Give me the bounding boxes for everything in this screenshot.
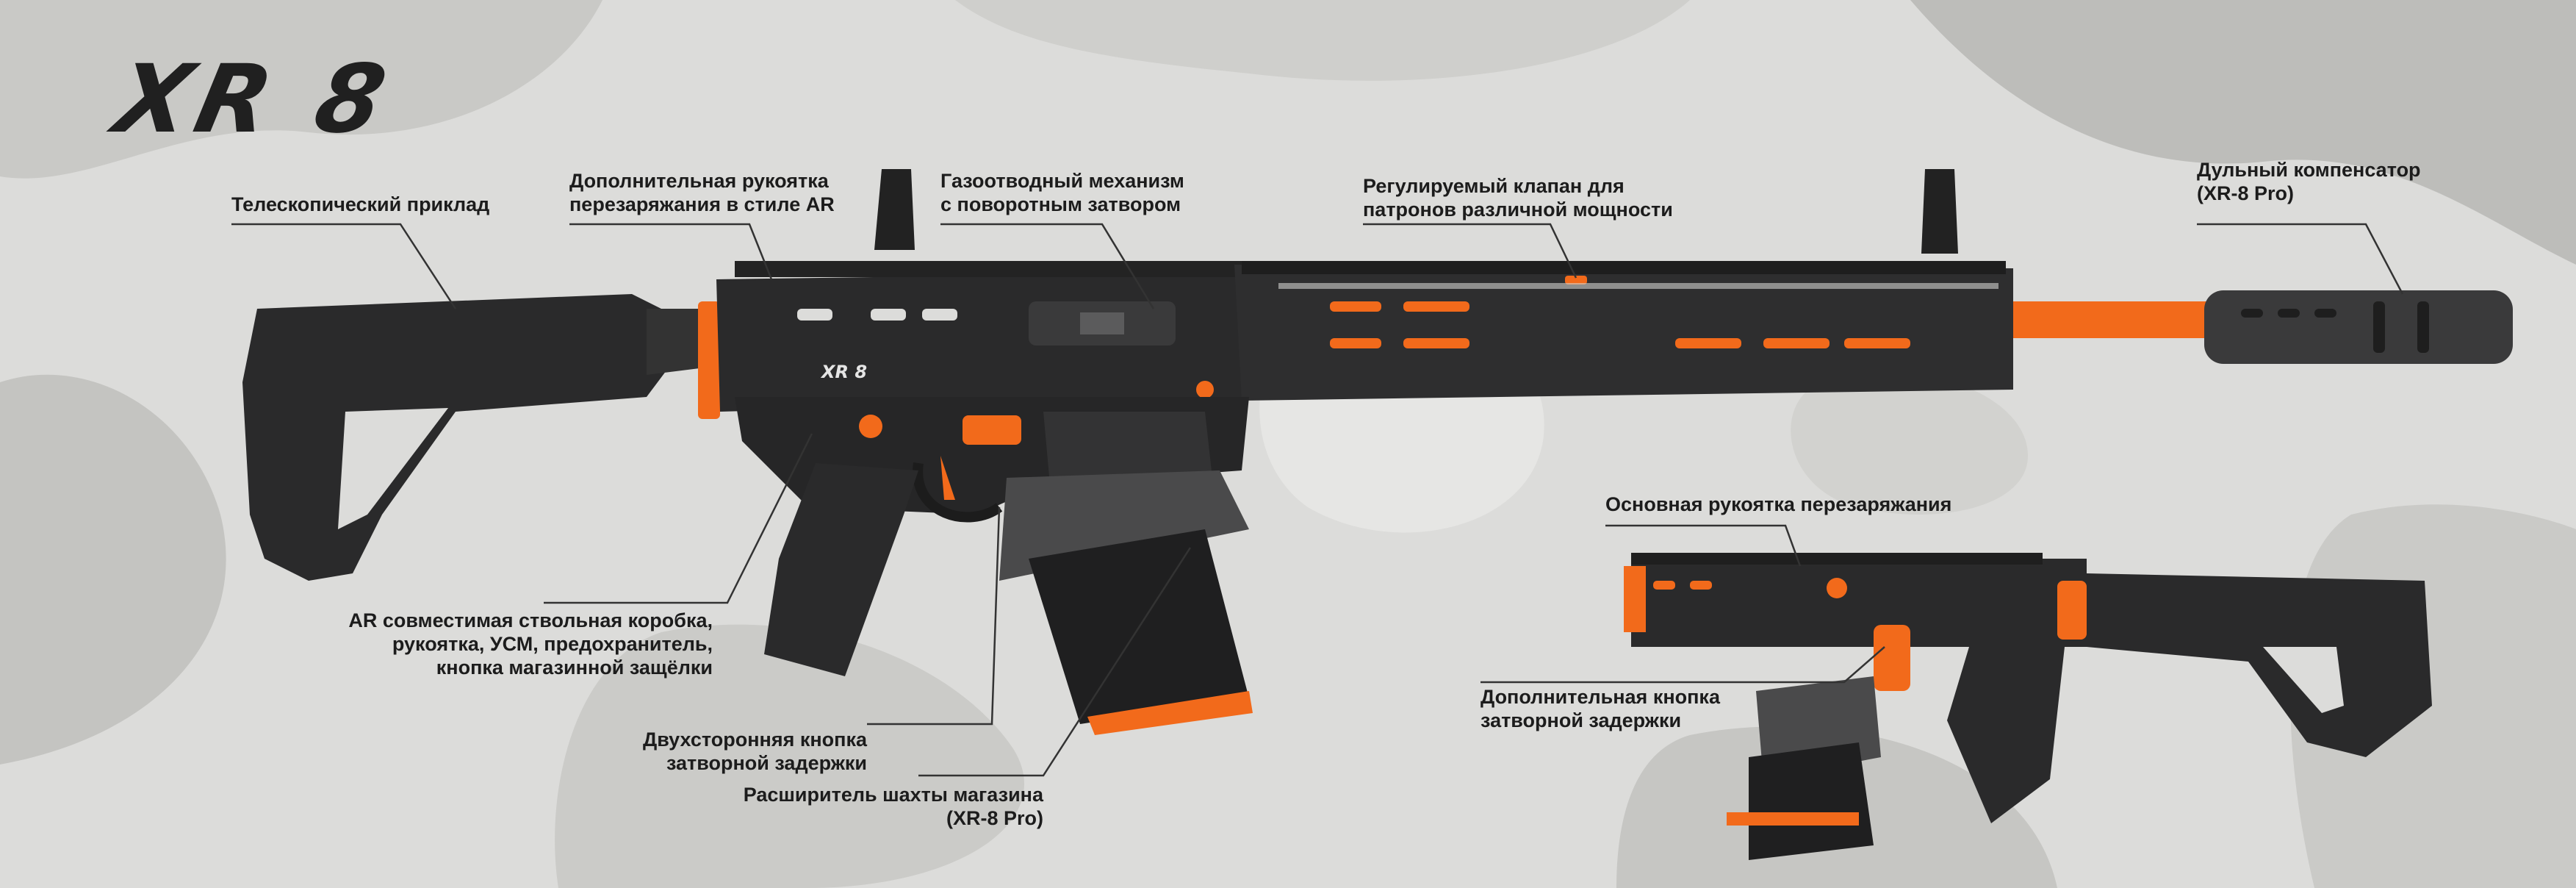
- callout-line: затворной задержки: [1481, 709, 1682, 731]
- callout-bolt-release: Двухсторонняя кнопка затворной задержки: [602, 728, 867, 775]
- telescopic-stock: [242, 294, 705, 581]
- callout-line: с поворотным затвором: [940, 193, 1181, 215]
- callout-line: Расширитель шахты магазина: [743, 784, 1043, 806]
- callout-line: Дополнительная рукоятка: [569, 170, 829, 192]
- callout-gas-valve: Регулируемый клапан для патронов различн…: [1363, 174, 1673, 221]
- callout-line: перезаряжания в стиле AR: [569, 193, 835, 215]
- leader-stock: [231, 223, 457, 309]
- callout-line: Дополнительная кнопка: [1481, 686, 1720, 708]
- leader-mag-well: [918, 547, 1192, 777]
- front-sight: [1921, 169, 1958, 254]
- leader-muzzle-brake: [2197, 223, 2404, 295]
- leader-bolt-release: [867, 506, 1001, 726]
- leader-gas-system: [940, 223, 1155, 309]
- callout-line: кнопка магазинной защёлки: [436, 656, 713, 678]
- muzzle-brake: [2204, 290, 2513, 364]
- magazine: [999, 470, 1253, 735]
- callout-line: Регулируемый клапан для: [1363, 175, 1625, 197]
- xr8-logo: XR 8: [106, 45, 402, 154]
- pistol-grip: [764, 463, 918, 676]
- callout-main-charging-handle: Основная рукоятка перезаряжания: [1605, 493, 1951, 516]
- orange-barrel: [2013, 301, 2212, 338]
- callout-line: патронов различной мощности: [1363, 198, 1673, 221]
- mlok-handguard: [1234, 169, 2013, 401]
- leader-main-charging-handle: [1605, 524, 1802, 567]
- callout-line: Телескопический приклад: [231, 193, 490, 215]
- leader-receiver: [544, 433, 813, 604]
- callout-line: Двухсторонняя кнопка: [643, 728, 867, 751]
- stock-ring: [698, 301, 720, 419]
- leader-lines: [231, 223, 2404, 777]
- callout-line: Основная рукоятка перезаряжания: [1605, 493, 1952, 515]
- callout-line: затворной задержки: [666, 752, 867, 774]
- receiver-marking: XR 8: [820, 362, 867, 382]
- callout-ar-receiver: AR совместимая ствольная коробка, рукоят…: [323, 609, 713, 679]
- callout-gas-system: Газоотводный механизм с поворотным затво…: [940, 169, 1184, 216]
- callout-line: рукоятка, УСМ, предохранитель,: [392, 633, 713, 655]
- callout-telescopic-stock: Телескопический приклад: [231, 193, 489, 216]
- callout-ar-charging-handle: Дополнительная рукоятка перезаряжания в …: [569, 169, 835, 216]
- small-rifle: [1624, 553, 2432, 860]
- leader-gas-valve: [1363, 223, 1577, 279]
- rear-sight: [874, 169, 915, 250]
- callout-line: Газоотводный механизм: [940, 170, 1184, 192]
- callout-line: (XR-8 Pro): [946, 807, 1043, 829]
- callout-mag-well: Расширитель шахты магазина (XR-8 Pro): [705, 783, 1043, 830]
- leader-ar-charging-handle: [569, 223, 773, 280]
- callout-line: (XR-8 Pro): [2197, 182, 2295, 204]
- leader-extra-bolt-release: [1481, 646, 1885, 684]
- callout-line: AR совместимая ствольная коробка,: [348, 609, 713, 631]
- callout-line: Дульный компенсатор: [2197, 159, 2421, 181]
- callout-muzzle-brake: Дульный компенсатор (XR-8 Pro): [2197, 158, 2421, 205]
- callout-extra-bolt-release: Дополнительная кнопка затворной задержки: [1481, 685, 1720, 732]
